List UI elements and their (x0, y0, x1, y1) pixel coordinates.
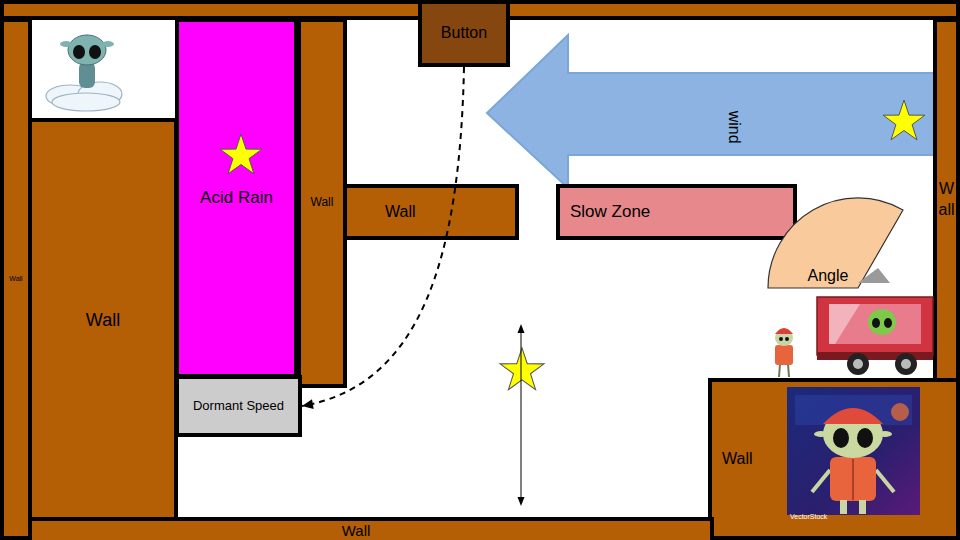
angle-sector: Angle (765, 190, 910, 295)
star-pickup (500, 348, 544, 390)
truck-body (817, 297, 933, 355)
angle-pointer (858, 268, 890, 283)
alien-eye (89, 45, 101, 59)
cloud (52, 93, 120, 111)
alien-eye (785, 337, 789, 341)
node-label: wind (724, 111, 742, 144)
node-label: Wall (311, 196, 334, 210)
button-box: Button (418, 0, 510, 67)
wheel-hub (901, 359, 911, 369)
node-label: Slow Zone (570, 202, 650, 222)
node-label: Wall (385, 203, 416, 221)
alien-cap (775, 328, 793, 334)
alien-leg (788, 364, 789, 377)
alien-eye (857, 428, 873, 448)
wall-block: Wall (28, 517, 714, 540)
wind-arrow-outline (485, 33, 937, 190)
motion-arrow (518, 324, 525, 506)
alien-head (68, 35, 106, 65)
node-label: Angle (808, 267, 849, 285)
wall-block: Wall (343, 184, 519, 240)
wheel (895, 353, 917, 375)
alien-eye (779, 337, 783, 341)
star-pickup (220, 134, 262, 174)
alien-leg (779, 364, 780, 377)
alien-body (79, 62, 95, 88)
wind-arrow-shape (487, 35, 935, 188)
logo-alien-head (868, 309, 896, 335)
wall-block: Wall (28, 118, 178, 522)
alien-leg (859, 500, 866, 514)
picture-planet (891, 403, 909, 421)
alien-eye (73, 45, 85, 59)
watermark: VectorStock (790, 513, 827, 520)
vest-zip (852, 459, 854, 500)
node-label: Wall (939, 179, 955, 221)
wind-arrow: wind (485, 33, 937, 190)
motion-line (521, 330, 522, 500)
logo-eye (872, 318, 880, 328)
wheel (847, 353, 869, 375)
node-label: Button (441, 24, 487, 42)
alien-picture (787, 387, 920, 515)
node-label: Wall (342, 522, 371, 539)
alien-vest (775, 345, 793, 365)
arrow-head (518, 324, 525, 333)
star-pickup (883, 100, 925, 140)
wheel-hub (853, 359, 863, 369)
node-label: Acid Rain (200, 188, 273, 208)
logo-eye (884, 318, 892, 328)
alien-ear (60, 41, 72, 47)
truck-stripe (829, 304, 860, 344)
alien-ear (102, 41, 114, 47)
truck-panel (829, 304, 921, 344)
acid-rain-zone: Acid Rain (175, 18, 298, 378)
dashed-connector (302, 67, 464, 409)
alien-cap (823, 408, 883, 424)
truck (817, 297, 933, 375)
node-label: Wall (9, 275, 22, 283)
cloud-alien (46, 35, 122, 111)
angle-sector-shape (768, 198, 903, 288)
alien-arm (812, 470, 830, 492)
alien-eye (833, 428, 849, 448)
picture-ground (787, 387, 920, 515)
alien-vest (830, 457, 876, 501)
arrow-head (302, 399, 314, 409)
small-alien (775, 328, 793, 377)
alien-arm (876, 470, 894, 492)
node-label: Wall (722, 450, 753, 468)
alien-ear (814, 431, 828, 437)
node-label: Wall (86, 310, 120, 331)
picture-light (795, 395, 912, 425)
alien-ear (878, 431, 892, 437)
wall-block: Wall (933, 18, 960, 382)
wall-block: Wall (297, 18, 347, 388)
arrow-head (518, 497, 525, 506)
slow-zone: Slow Zone (556, 184, 797, 240)
node-label: Dormant Speed (193, 399, 284, 414)
alien-leg (840, 500, 847, 514)
connector-line (302, 67, 464, 406)
dormant-speed-pad: Dormant Speed (175, 375, 302, 437)
